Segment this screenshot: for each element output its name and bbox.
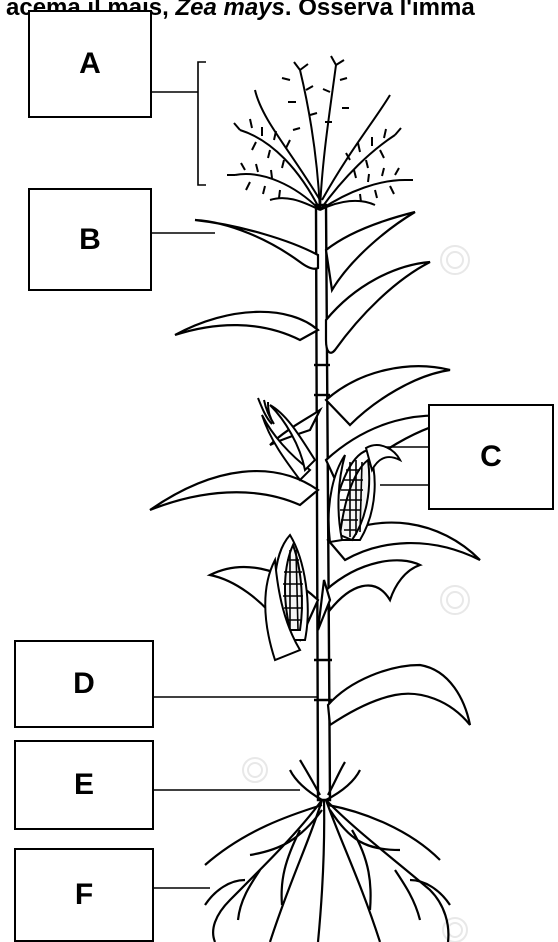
label-c: C (480, 440, 502, 474)
label-box-a[interactable]: A (28, 10, 152, 118)
label-e: E (74, 768, 94, 802)
label-box-b[interactable]: B (28, 188, 152, 291)
label-box-f[interactable]: F (14, 848, 154, 942)
header-right: . Osserva l'imma (285, 0, 475, 22)
label-a: A (79, 47, 101, 81)
label-b: B (79, 223, 101, 257)
label-box-e[interactable]: E (14, 740, 154, 830)
tassel (227, 56, 413, 210)
label-d: D (73, 667, 95, 701)
label-box-c[interactable]: C (428, 404, 554, 510)
label-box-d[interactable]: D (14, 640, 154, 728)
cob-lower (265, 535, 307, 660)
label-f: F (75, 878, 93, 912)
